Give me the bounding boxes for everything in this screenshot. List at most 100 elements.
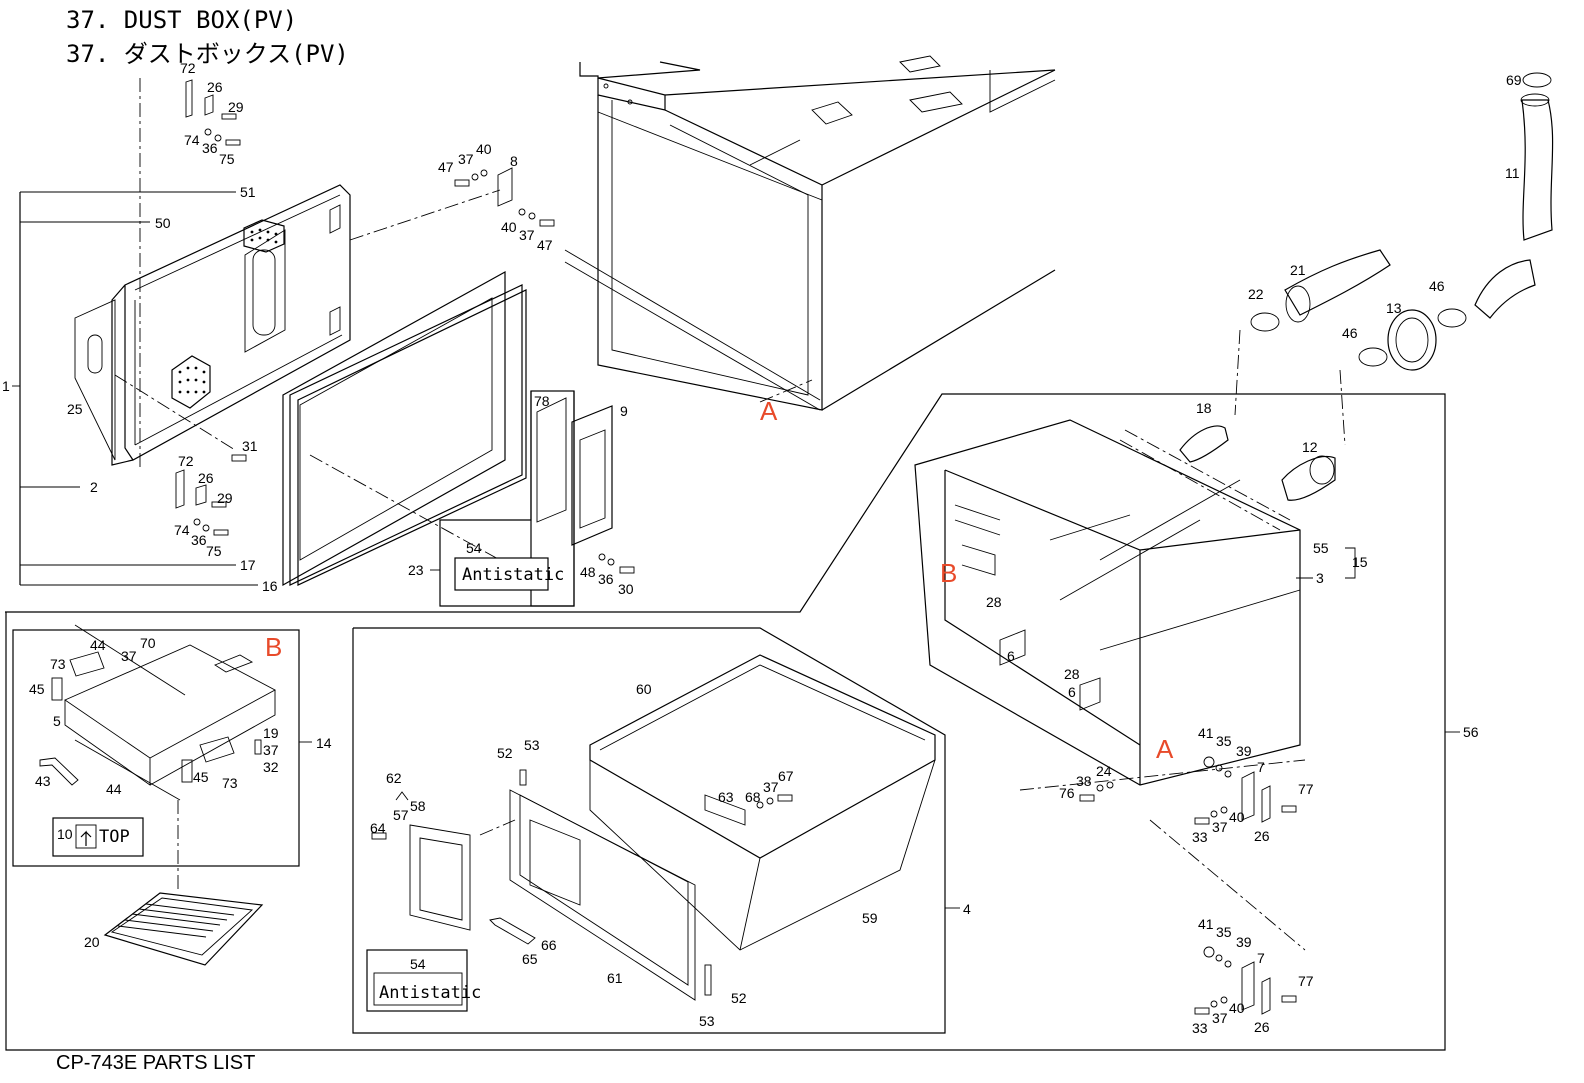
part-label-60: 60 <box>636 681 652 697</box>
part-label-65: 65 <box>522 951 538 967</box>
part-label-36-2: 36 <box>191 532 207 548</box>
part-label-37-7: 37 <box>1212 1010 1228 1026</box>
diagram-title-japanese: 37. ダストボックス(PV) <box>66 40 349 68</box>
part-label-39-2: 39 <box>1236 934 1252 950</box>
part-label-26: 26 <box>207 79 223 95</box>
part-label-57: 57 <box>393 807 409 823</box>
part-label-15: 15 <box>1352 554 1368 570</box>
part-label-74-2: 74 <box>174 522 190 538</box>
part-label-37-3: 37 <box>121 648 137 664</box>
part-label-37-6: 37 <box>1212 819 1228 835</box>
part-label-35-2: 35 <box>1216 924 1232 940</box>
part-label-73: 73 <box>50 656 66 672</box>
part-label-37-5: 37 <box>763 779 779 795</box>
subassembly-4-box <box>352 627 946 1034</box>
part-label-35: 35 <box>1216 733 1232 749</box>
part-label-11: 11 <box>1505 165 1520 181</box>
subassembly-14-box <box>12 624 300 890</box>
bracket-hardware-drawing <box>454 167 555 227</box>
part-label-68: 68 <box>745 789 761 805</box>
part-label-54-2: 54 <box>410 956 426 972</box>
part-label-77: 77 <box>1298 781 1314 797</box>
part-label-40-3: 40 <box>1229 809 1245 825</box>
part-label-33: 33 <box>1192 829 1208 845</box>
part-label-56: 56 <box>1463 724 1479 740</box>
antistatic-label-bottom: Antistatic <box>379 983 481 1003</box>
part-label-36-3: 36 <box>598 571 614 587</box>
part-label-7: 7 <box>1257 759 1265 775</box>
part-label-62: 62 <box>386 770 402 786</box>
filter-dot-pattern <box>178 228 278 394</box>
diagram-title: 37. DUST BOX(PV) <box>66 6 298 34</box>
cabinet-frame-drawing <box>564 55 1056 411</box>
part-label-28-2: 28 <box>1064 666 1080 682</box>
part-label-24: 24 <box>1096 763 1112 779</box>
part-label-40: 40 <box>476 141 492 157</box>
part-label-73-2: 73 <box>222 775 238 791</box>
document-footer: CP-743E PARTS LIST <box>56 1052 256 1074</box>
part-label-21: 21 <box>1290 262 1306 278</box>
part-label-26-3: 26 <box>1254 828 1270 844</box>
dust-box-frame-drawing <box>5 393 1446 1051</box>
part-label-75: 75 <box>219 151 235 167</box>
part-number-labels: 1234566778910111213141516171819202122232… <box>2 60 1522 1036</box>
part-label-39: 39 <box>1236 743 1252 759</box>
part-label-41: 41 <box>1198 725 1214 741</box>
part-label-43: 43 <box>35 773 51 789</box>
reference-letter-b-3: B <box>940 558 957 588</box>
part-label-29-2: 29 <box>217 490 233 506</box>
part-label-12: 12 <box>1302 439 1318 455</box>
part-label-64: 64 <box>370 820 386 836</box>
part-label-44: 44 <box>90 637 106 653</box>
part-label-5: 5 <box>53 713 61 729</box>
part-label-22: 22 <box>1248 286 1264 302</box>
part-label-46-2: 46 <box>1342 325 1358 341</box>
part-label-37-4: 37 <box>263 742 279 758</box>
part-label-26-2: 26 <box>198 470 214 486</box>
part-label-72-2: 72 <box>178 453 194 469</box>
part-label-31: 31 <box>242 438 258 454</box>
part-label-51: 51 <box>240 184 256 200</box>
part-label-10: 10 <box>57 826 73 842</box>
part-label-47: 47 <box>438 159 454 175</box>
part-label-55: 55 <box>1313 540 1329 556</box>
part-label-63: 63 <box>718 789 734 805</box>
part-label-77-2: 77 <box>1298 973 1314 989</box>
part-label-7-2: 7 <box>1257 950 1265 966</box>
part-label-67: 67 <box>778 768 794 784</box>
part-label-6: 6 <box>1007 648 1015 664</box>
part-label-23: 23 <box>408 562 424 578</box>
part-label-19: 19 <box>263 725 279 741</box>
part-label-33-2: 33 <box>1192 1020 1208 1036</box>
part-label-17: 17 <box>240 557 256 573</box>
top-label: TOP <box>99 827 130 847</box>
part-label-45-2: 45 <box>193 769 209 785</box>
part-label-1: 1 <box>2 378 10 394</box>
door-assembly-drawing <box>74 78 527 587</box>
part-label-66: 66 <box>541 937 557 953</box>
part-label-54: 54 <box>466 540 482 556</box>
hose-assembly-drawing <box>1179 72 1554 501</box>
part-label-75-2: 75 <box>206 543 222 559</box>
part-label-78: 78 <box>534 393 550 409</box>
part-label-30: 30 <box>618 581 634 597</box>
part-label-40-4: 40 <box>1229 1000 1245 1016</box>
part-label-69: 69 <box>1506 72 1522 88</box>
part-label-53: 53 <box>524 737 540 753</box>
part-label-16: 16 <box>262 578 278 594</box>
part-label-20: 20 <box>84 934 100 950</box>
reference-letter-a-1: A <box>760 396 778 426</box>
part-label-58: 58 <box>410 798 426 814</box>
part-label-41-2: 41 <box>1198 916 1214 932</box>
part-label-46: 46 <box>1429 278 1445 294</box>
part-label-37-2: 37 <box>519 227 535 243</box>
part-label-44-2: 44 <box>106 781 122 797</box>
part-label-3: 3 <box>1316 570 1324 586</box>
part-label-6-2: 6 <box>1068 684 1076 700</box>
part-label-13: 13 <box>1386 300 1402 316</box>
filter-tray-drawing <box>103 892 264 966</box>
assembly-brackets <box>12 191 1460 909</box>
part-label-28: 28 <box>986 594 1002 610</box>
